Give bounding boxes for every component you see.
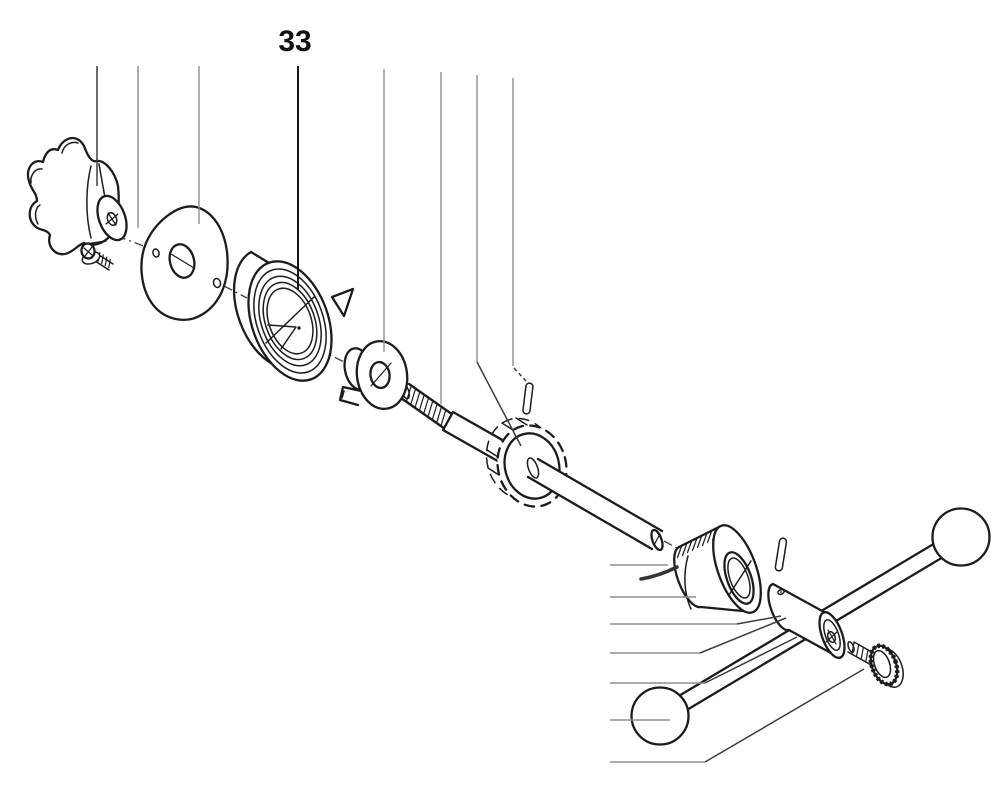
threaded-shaft-end	[399, 382, 458, 433]
pan-head-screw	[80, 242, 114, 271]
leader-lines-left	[610, 564, 865, 763]
tab-washer	[338, 340, 409, 410]
star-knob	[26, 136, 128, 256]
shaft-coupling	[767, 582, 846, 660]
knurled-bearing-knob	[673, 524, 762, 614]
leader-lines-top	[96, 66, 527, 447]
spiral-spring	[232, 250, 355, 382]
knurled-thumbscrew	[847, 641, 904, 688]
callout-label: 33	[278, 25, 311, 58]
gear-roll-pin	[522, 382, 534, 415]
coupling-roll-pin	[774, 537, 788, 572]
ball-handle-right	[931, 507, 991, 567]
shaft-front-section	[526, 457, 664, 552]
ball-handle-left	[630, 686, 690, 746]
mounting-plate	[140, 205, 229, 321]
pinion-gear	[485, 417, 568, 508]
